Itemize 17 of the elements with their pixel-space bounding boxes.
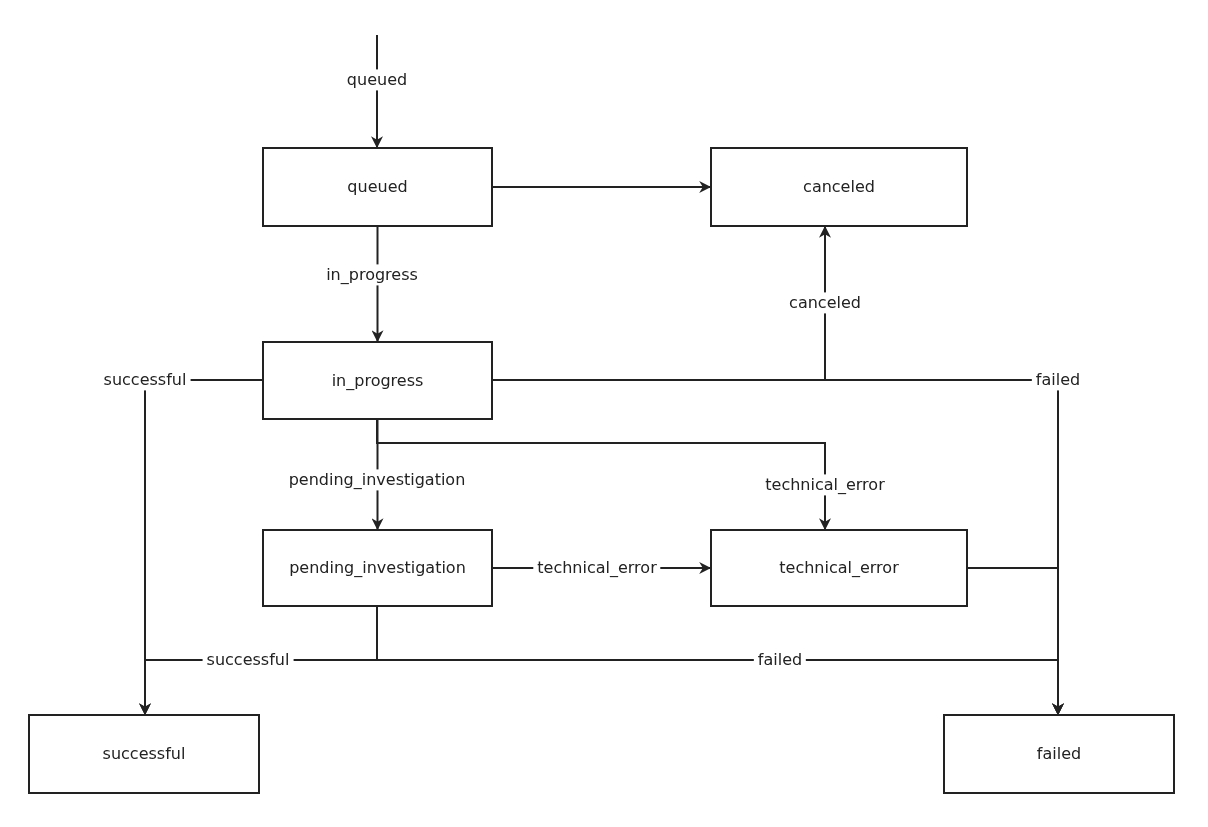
arrow (967, 567, 1064, 716)
state-box (710, 529, 968, 607)
arrow (492, 181, 712, 193)
state-name: pending_investigation (289, 558, 466, 578)
state-name: in_progress (331, 370, 424, 391)
arrow (376, 419, 831, 531)
state-box (28, 714, 260, 794)
state-name: canceled (803, 177, 875, 197)
state-name: successful (102, 744, 186, 764)
state-box (710, 147, 968, 227)
state-box (262, 529, 493, 607)
state-box (262, 147, 493, 227)
state-name: technical_error (779, 558, 899, 578)
state-box (262, 341, 493, 420)
state-name: failed (1036, 744, 1082, 764)
state-name: queued (347, 177, 408, 197)
state-box (943, 714, 1175, 794)
